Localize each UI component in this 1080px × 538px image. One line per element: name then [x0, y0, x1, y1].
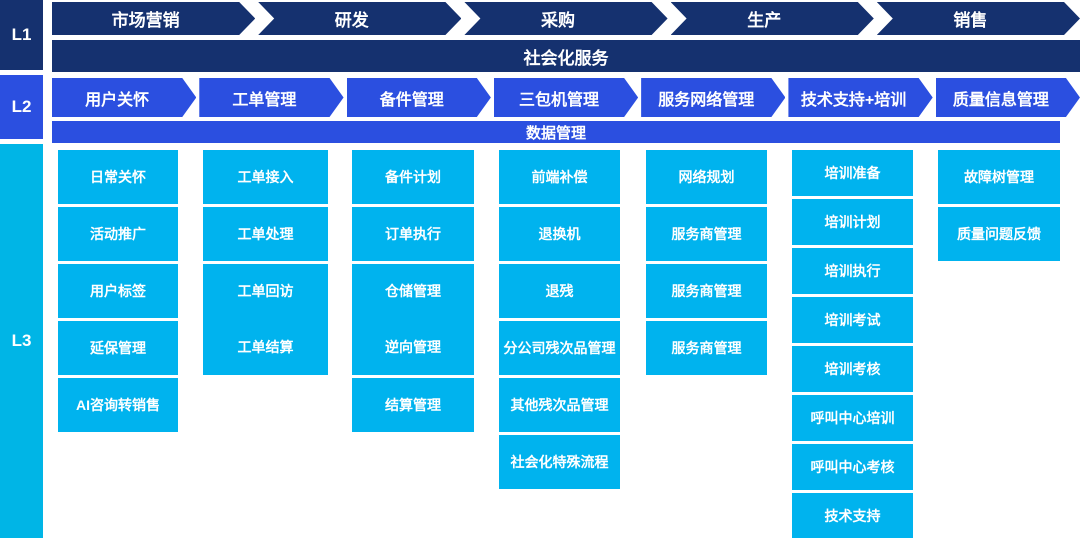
level-label-l3: L3 — [0, 144, 43, 538]
l3-capability-box: 工单接入 — [203, 150, 328, 204]
l2-process-row: 用户关怀工单管理备件管理三包机管理服务网络管理技术支持+培训质量信息管理 — [52, 78, 1080, 117]
l2-process-step: 技术支持+培训 — [788, 78, 932, 117]
l2-process-step: 工单管理 — [199, 78, 343, 117]
l1-process-step: 销售 — [877, 2, 1080, 35]
l1-process-step: 研发 — [258, 2, 461, 35]
l3-column: 工单接入工单处理工单回访工单结算 — [203, 150, 328, 375]
l3-capability-box: 服务商管理 — [646, 207, 767, 261]
l3-column: 网络规划服务商管理服务商管理服务商管理 — [646, 150, 767, 375]
l2-process-step: 服务网络管理 — [641, 78, 785, 117]
l3-capability-box: 培训考试 — [792, 297, 913, 343]
l3-capability-box: 其他残次品管理 — [499, 378, 620, 432]
l3-capability-box: 退换机 — [499, 207, 620, 261]
l3-capability-box: 延保管理 — [58, 321, 178, 375]
l3-capability-box: 逆向管理 — [352, 318, 474, 375]
l3-capability-box: 仓储管理 — [352, 264, 474, 318]
l1-process-row: 市场营销研发采购生产销售 — [52, 2, 1080, 35]
l2-process-step: 用户关怀 — [52, 78, 196, 117]
l3-capability-box: 网络规划 — [646, 150, 767, 204]
l3-capability-box: 培训计划 — [792, 199, 913, 245]
l3-capability-box: 培训准备 — [792, 150, 913, 196]
l1-process-step: 生产 — [671, 2, 874, 35]
l2-process-step: 备件管理 — [347, 78, 491, 117]
l3-capability-box: 工单处理 — [203, 207, 328, 261]
l3-capability-box: 培训执行 — [792, 248, 913, 294]
l3-column: 备件计划订单执行仓储管理逆向管理结算管理 — [352, 150, 474, 432]
level-label-l2: L2 — [0, 75, 43, 139]
l3-capability-box: AI咨询转销售 — [58, 378, 178, 432]
l3-capability-box: 活动推广 — [58, 207, 178, 261]
l2-data-management-bar: 数据管理 — [52, 121, 1060, 143]
l3-capability-box: 工单结算 — [203, 318, 328, 375]
l3-capability-box: 分公司残次品管理 — [499, 321, 620, 375]
l3-capability-box: 呼叫中心考核 — [792, 444, 913, 490]
l3-capability-box: 日常关怀 — [58, 150, 178, 204]
l1-socialized-services-bar: 社会化服务 — [52, 40, 1080, 72]
l3-capability-box: 服务商管理 — [646, 264, 767, 318]
l3-capability-box: 培训考核 — [792, 346, 913, 392]
l3-capability-box: 结算管理 — [352, 378, 474, 432]
l3-column: 前端补偿退换机退残分公司残次品管理其他残次品管理社会化特殊流程 — [499, 150, 620, 489]
l3-capability-box: 工单回访 — [203, 264, 328, 318]
l3-capability-box: 前端补偿 — [499, 150, 620, 204]
l3-capability-box: 订单执行 — [352, 207, 474, 261]
l3-capability-box: 用户标签 — [58, 264, 178, 318]
l3-capability-box: 服务商管理 — [646, 321, 767, 375]
l2-process-step: 三包机管理 — [494, 78, 638, 117]
l1-process-step: 市场营销 — [52, 2, 255, 35]
l3-column: 故障树管理质量问题反馈 — [938, 150, 1060, 261]
l3-capability-box: 技术支持 — [792, 493, 913, 538]
l3-capability-box: 质量问题反馈 — [938, 207, 1060, 261]
level-label-l1: L1 — [0, 0, 43, 70]
l3-capability-box: 呼叫中心培训 — [792, 395, 913, 441]
l3-column: 培训准备培训计划培训执行培训考试培训考核呼叫中心培训呼叫中心考核技术支持 — [792, 150, 913, 538]
l2-process-step: 质量信息管理 — [936, 78, 1080, 117]
l1-process-step: 采购 — [464, 2, 667, 35]
l3-capability-box: 社会化特殊流程 — [499, 435, 620, 489]
l3-capability-box: 备件计划 — [352, 150, 474, 204]
l3-capability-box: 退残 — [499, 264, 620, 318]
l3-capability-box: 故障树管理 — [938, 150, 1060, 204]
